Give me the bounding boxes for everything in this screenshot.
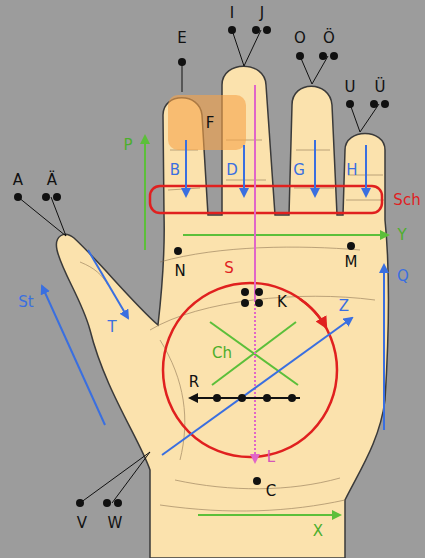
letter-label: B <box>170 162 180 178</box>
letter-label: E <box>177 30 186 46</box>
letter-label: Y <box>397 227 406 243</box>
letter-label: P <box>123 137 132 153</box>
letter-label: V <box>77 515 87 531</box>
letter-label: W <box>108 515 123 531</box>
letter-label: A <box>13 172 23 188</box>
letter-label: H <box>346 162 357 178</box>
letter-label: St <box>18 294 33 310</box>
letter-label: M <box>345 254 358 270</box>
letter-label: F <box>206 115 215 131</box>
letter-label: T <box>107 319 116 335</box>
letter-label: O <box>294 30 306 46</box>
letter-label: Ch <box>212 345 232 361</box>
letter-label: Z <box>339 298 349 314</box>
letter-label: Sch <box>393 192 420 208</box>
letter-label: N <box>174 263 185 279</box>
letter-label: C <box>266 483 276 499</box>
letter-label: J <box>260 5 264 21</box>
letter-label: L <box>267 449 275 465</box>
letter-label: X <box>313 523 323 539</box>
letter-label: G <box>293 162 305 178</box>
letter-label: K <box>277 294 287 310</box>
letter-label: D <box>226 162 238 178</box>
letter-label: I <box>230 5 234 21</box>
letter-label: Ö <box>323 30 335 46</box>
letter-label: Ü <box>375 79 386 95</box>
letter-label: Q <box>397 268 409 284</box>
letter-label: U <box>345 79 356 95</box>
letter-label: R <box>189 374 199 390</box>
letter-label: Ä <box>47 172 57 188</box>
letter-label: S <box>224 260 234 276</box>
